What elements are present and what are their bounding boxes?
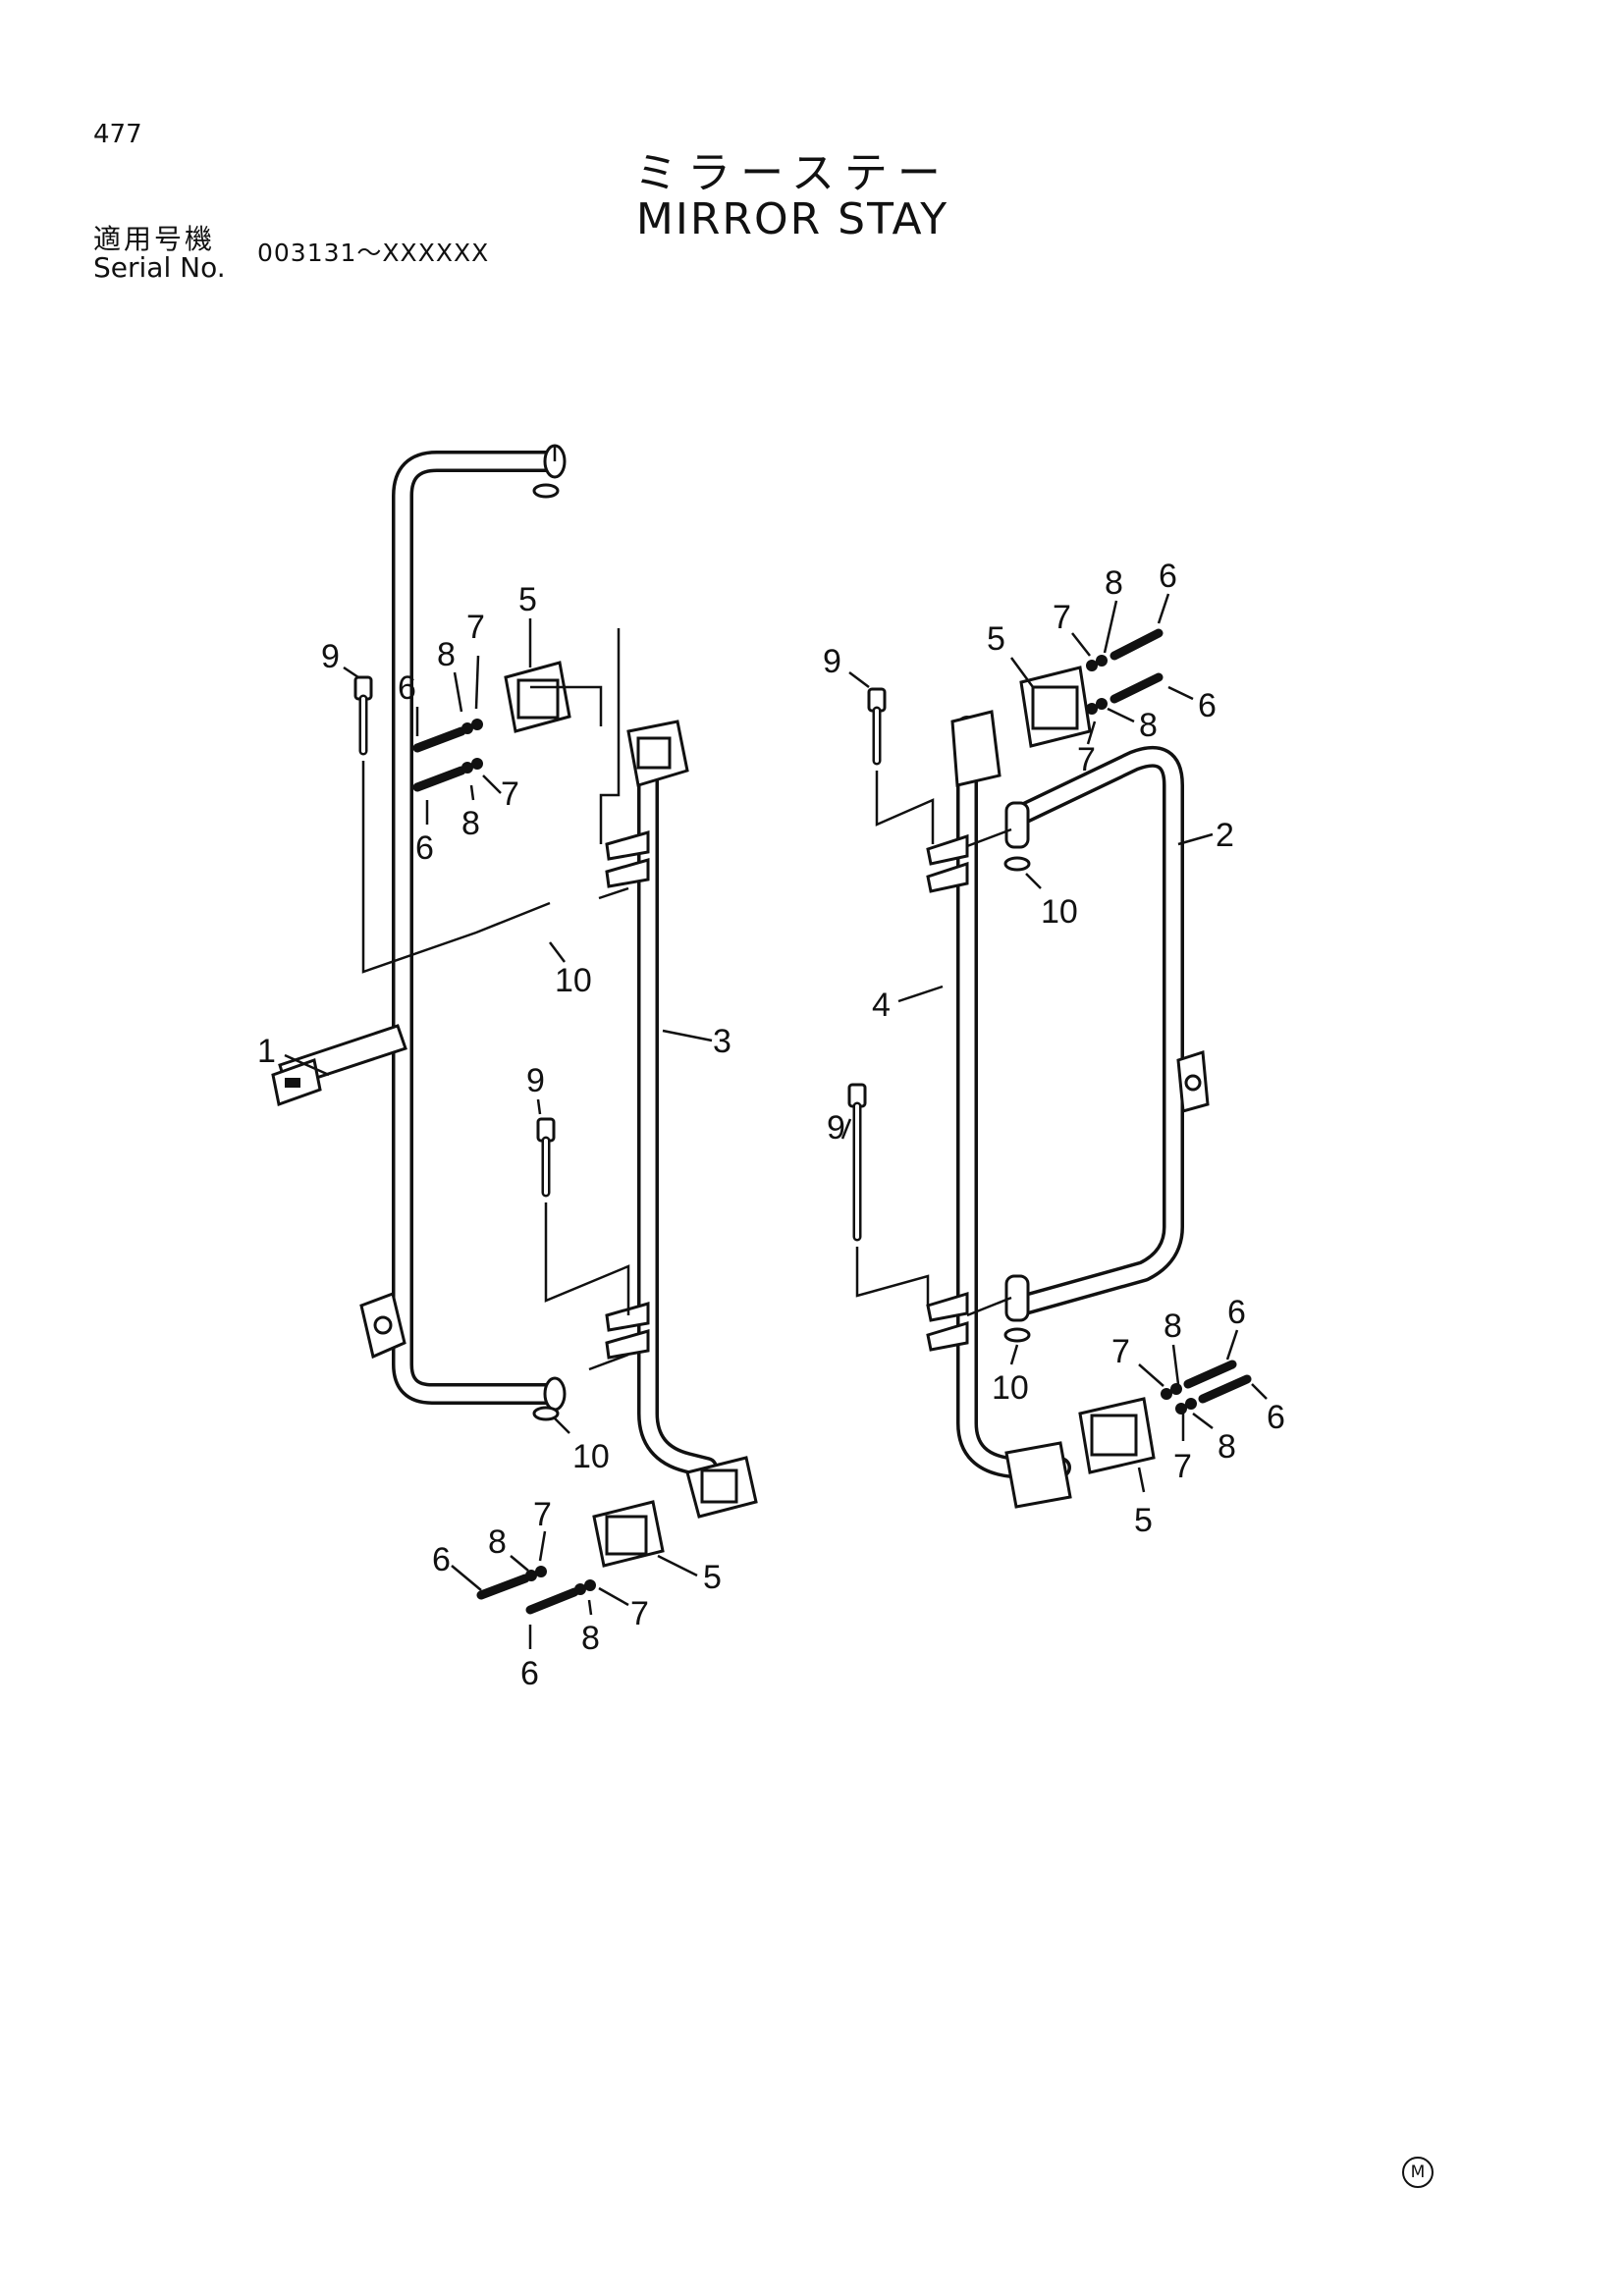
part-6-screw (1175, 1374, 1252, 1415)
callout-6: 6 (432, 1541, 451, 1578)
part-6-screw (1161, 1360, 1237, 1400)
guide-line (361, 761, 551, 974)
callout-7: 7 (630, 1595, 649, 1632)
part-9-bolt (536, 1117, 556, 1198)
callout-10: 10 (992, 1369, 1029, 1407)
callout-7: 7 (533, 1496, 552, 1533)
part-6-screw (412, 758, 483, 792)
callout-6: 6 (1159, 558, 1177, 595)
guide-line (875, 771, 935, 844)
callout-6: 6 (520, 1655, 539, 1692)
callout-8: 8 (437, 636, 456, 673)
part-5-clamp-lower (1078, 1397, 1156, 1474)
callout-10: 10 (1041, 893, 1078, 931)
callout-4: 4 (872, 987, 891, 1024)
callout-8: 8 (1139, 707, 1158, 744)
part-9-bolt (867, 687, 887, 766)
part-5-clamp-upper (1019, 666, 1092, 748)
callout-9: 9 (827, 1109, 845, 1147)
part-9-bolt (847, 1083, 867, 1242)
callout-2: 2 (1216, 817, 1234, 854)
callout-8: 8 (461, 805, 480, 842)
part-5-clamp-upper (504, 661, 571, 733)
part-3-stay (605, 720, 758, 1519)
part-6-screw (1086, 672, 1164, 715)
page-title-japanese: ミラーステー (634, 148, 950, 198)
callout-6: 6 (1267, 1399, 1285, 1436)
page-title: MIRROR STAY (635, 194, 949, 244)
part-9-bolt (353, 675, 373, 756)
guide-line (544, 1202, 630, 1315)
serial-label: Serial No. (93, 251, 226, 284)
callout-6: 6 (398, 669, 416, 707)
part-10-washer (532, 1406, 560, 1421)
callout-8: 8 (1164, 1308, 1182, 1345)
guide-line (966, 828, 1012, 848)
callout-10: 10 (555, 962, 592, 999)
callout-5: 5 (987, 620, 1005, 658)
part-6-screw (476, 1566, 547, 1600)
callout-8: 8 (1218, 1428, 1236, 1466)
callout-7: 7 (466, 609, 485, 646)
callout-9: 9 (823, 643, 841, 680)
part-1-mirror-frame (271, 444, 567, 1412)
callout-8: 8 (1105, 564, 1123, 602)
callout-7: 7 (1111, 1333, 1130, 1370)
left-assembly: 1 3 5 5 6 6 6 6 7 7 7 7 8 8 8 8 9 9 (257, 444, 758, 1692)
callout-8: 8 (581, 1620, 600, 1657)
callout-5: 5 (703, 1559, 722, 1596)
manufacturer-mark: M (1402, 2157, 1434, 2188)
part-6-screw (1086, 628, 1164, 671)
page-number: 477 (93, 120, 142, 149)
right-assembly: 2 4 5 5 6 6 6 6 7 7 7 7 8 8 8 8 9 9 (823, 558, 1285, 1539)
guide-line (966, 1296, 1012, 1317)
callout-7: 7 (1053, 599, 1071, 636)
serial-range: 003131～XXXXXX (257, 239, 490, 267)
part-4-stay (926, 710, 1072, 1509)
part-6-screw (412, 719, 483, 753)
callout-5: 5 (1134, 1502, 1153, 1539)
guide-line (599, 628, 621, 844)
callout-3: 3 (713, 1023, 731, 1060)
callout-8: 8 (488, 1523, 507, 1561)
part-10-washer (532, 483, 560, 499)
callout-6: 6 (1198, 687, 1217, 724)
guide-line (598, 886, 629, 900)
callout-7: 7 (1173, 1448, 1192, 1485)
callout-10: 10 (572, 1438, 610, 1475)
part-5-clamp-lower (592, 1500, 665, 1568)
guide-line (855, 1247, 930, 1306)
callout-9: 9 (526, 1062, 545, 1099)
part-2-mirror-frame (1004, 746, 1210, 1322)
guide-line (530, 685, 603, 726)
callout-7: 7 (501, 775, 519, 813)
callout-9: 9 (321, 638, 340, 675)
guide-line (588, 1353, 629, 1371)
callout-7: 7 (1077, 741, 1096, 778)
callout-5: 5 (518, 581, 537, 618)
callout-6: 6 (415, 829, 434, 867)
part-6-screw (525, 1579, 596, 1615)
callout-1: 1 (257, 1033, 276, 1070)
part-10-washer (1003, 856, 1031, 872)
part-10-washer (1003, 1327, 1031, 1343)
callout-6: 6 (1227, 1294, 1246, 1331)
serial-label-japanese: 適用号機 (93, 223, 216, 255)
